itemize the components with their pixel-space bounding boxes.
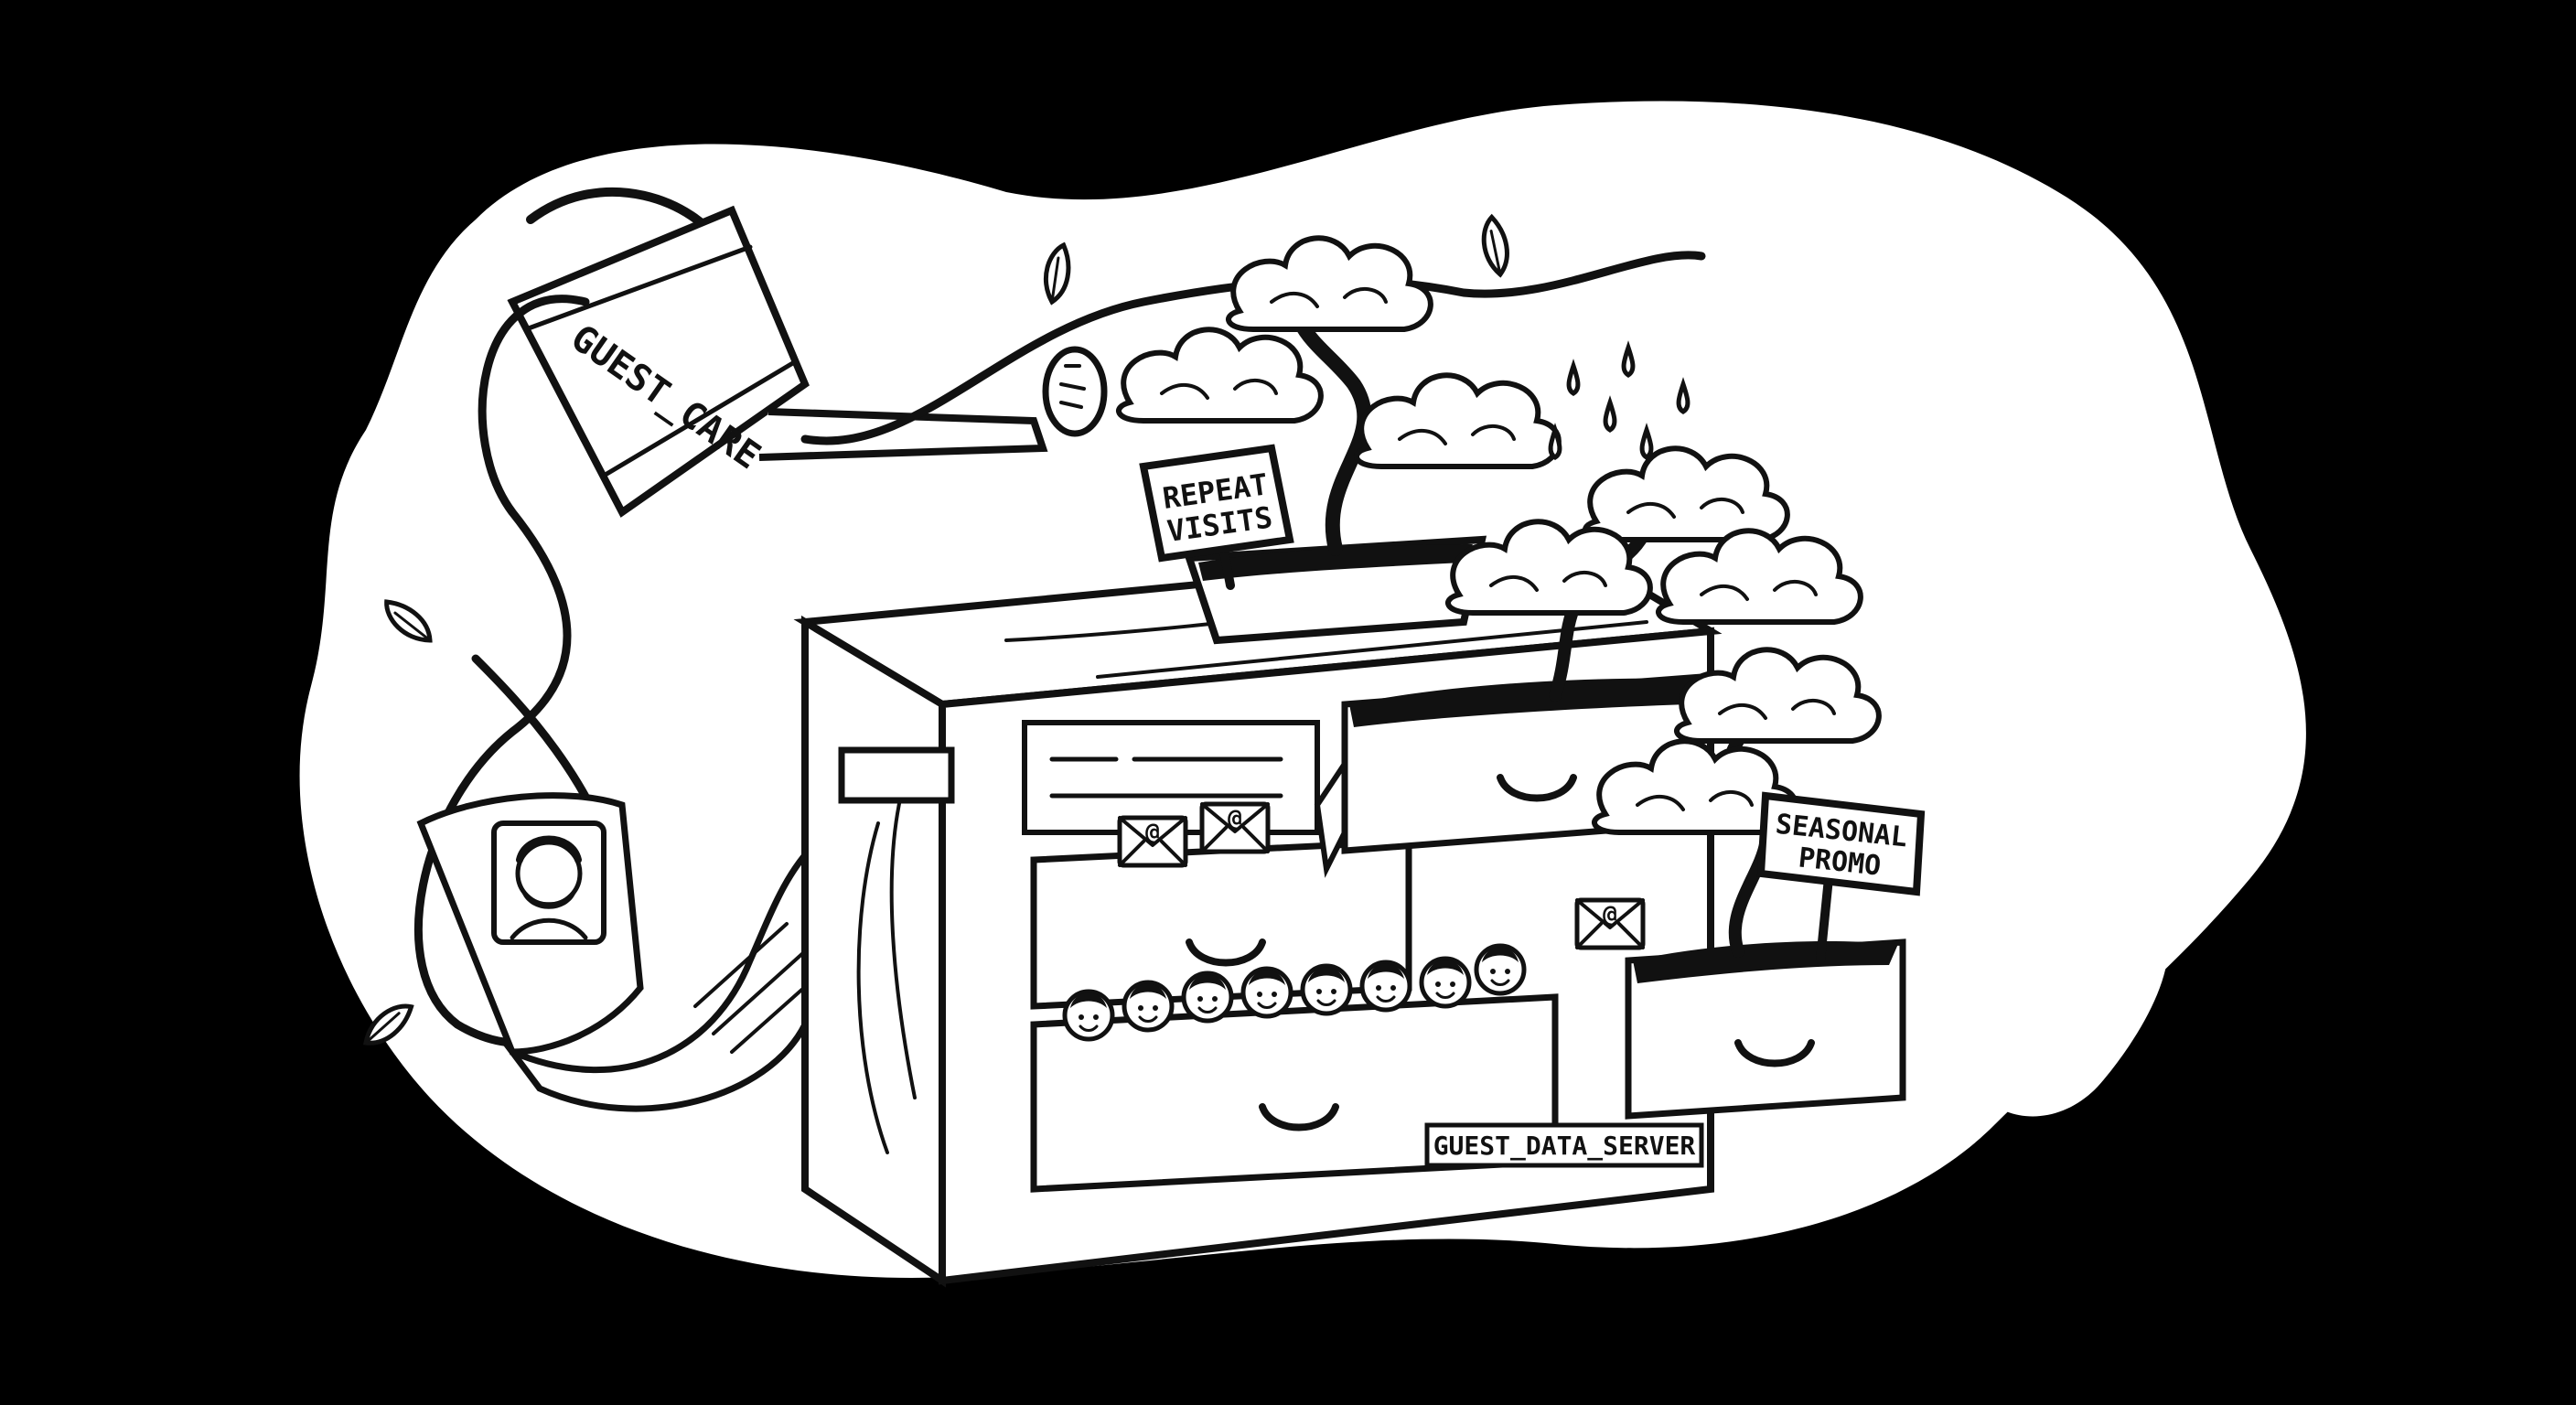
guest-avatar-icon bbox=[1303, 966, 1350, 1014]
email-envelope-icon bbox=[1202, 804, 1268, 852]
watering-can-icon: GUEST_CARE bbox=[507, 187, 1108, 518]
email-envelope-icon bbox=[1577, 900, 1643, 948]
guest-avatar-icon bbox=[1243, 969, 1291, 1016]
sign-repeat-visits: REPEAT VISITS bbox=[1139, 444, 1294, 590]
guest-avatar-icon bbox=[1422, 959, 1469, 1006]
bonsai-pot bbox=[1184, 535, 1487, 645]
white-island bbox=[1977, 898, 2169, 1117]
cabinet-nameplate-label: GUEST_DATA_SERVER bbox=[1433, 1131, 1696, 1161]
sign-seasonal-promo: SEASONAL PROMO bbox=[1756, 791, 1926, 965]
drawer-soil-lower bbox=[1577, 900, 1906, 1120]
paper-text-lines bbox=[693, 922, 816, 1054]
bonsai-tree-icon bbox=[1119, 238, 1559, 556]
water-drop-icon bbox=[1548, 340, 1690, 460]
bonsai-tree-icon bbox=[1448, 448, 1861, 702]
cabinet-slot bbox=[838, 746, 955, 804]
guest-avatar-icon bbox=[1184, 973, 1231, 1021]
guest-avatar-icon bbox=[1362, 962, 1410, 1010]
guest-scroll-icon bbox=[416, 792, 644, 1056]
cabinet-nameplate: GUEST_DATA_SERVER bbox=[1424, 1122, 1704, 1168]
email-envelope-icon bbox=[1120, 818, 1186, 865]
guest-avatar-icon bbox=[1065, 992, 1112, 1039]
guest-avatar-icon bbox=[1124, 982, 1172, 1030]
guest-avatar-icon bbox=[1476, 946, 1524, 993]
